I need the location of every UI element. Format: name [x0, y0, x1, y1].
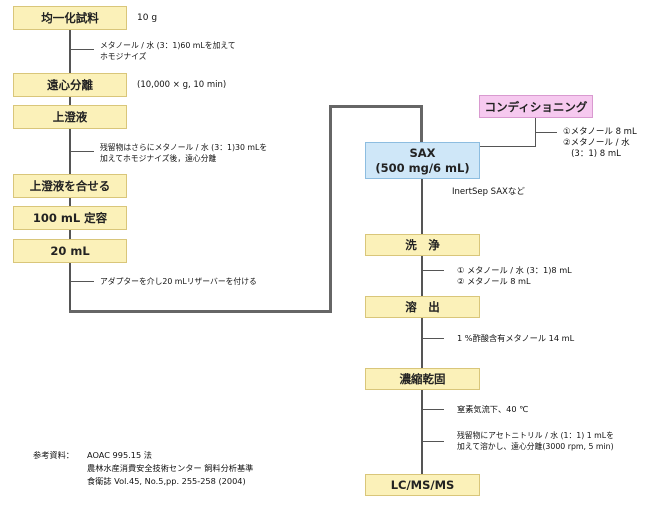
tick [422, 270, 444, 271]
tick [422, 409, 444, 410]
conditioning-line-horizontal [480, 146, 536, 147]
step-concentrate-dry: 濃縮乾固 [365, 368, 480, 390]
step-homogenized-sample: 均一化試料 [13, 6, 127, 30]
note-conditioning: ①メタノール 8 mL ②メタノール / 水 (3：1) 8 mL [563, 127, 637, 159]
tick [70, 151, 94, 152]
tick [70, 281, 94, 282]
step-supernatant: 上澄液 [13, 105, 127, 129]
note-nitrogen-stream: 窒素気流下、40 ℃ [457, 404, 529, 414]
note-elution-solvent: 1 %酢酸含有メタノール 14 mL [457, 333, 575, 343]
step-conditioning: コンディショニング [479, 95, 593, 118]
note-redissolve: 残留物にアセトニトリル / 水 (1：1) 1 mLを 加えて溶かし、遠心分離(… [457, 431, 614, 451]
tick [70, 49, 94, 50]
note-adapter: アダプターを介し20 mLリザーバーを付ける [100, 277, 257, 286]
transfer-line-vertical [329, 105, 332, 313]
reference-line-3: 食衛誌 Vol.45, No.5,pp. 255-258 (2004) [87, 476, 246, 486]
note-residue: 残留物はさらにメタノール / 水 (3：1)30 mLを 加えてホモジナイズ後，… [100, 143, 268, 163]
conditioning-line [535, 116, 536, 146]
step-combine-supernatant: 上澄液を合せる [13, 174, 127, 198]
sax-spec: (500 mg/6 mL) [375, 160, 470, 175]
step-lcmsms: LC/MS/MS [365, 474, 480, 496]
note-sample-amount: 10 g [137, 13, 158, 23]
step-sax-cartridge: SAX (500 mg/6 mL) [365, 142, 480, 179]
step-wash: 洗 浄 [365, 234, 480, 256]
tick [422, 338, 444, 339]
transfer-line-down [420, 105, 423, 143]
step-elute: 溶 出 [365, 296, 480, 318]
tick [535, 132, 557, 133]
reference-line-2: 農林水産消費安全技術センター 飼料分析基準 [87, 463, 254, 473]
note-sax-product: InertSep SAXなど [452, 187, 525, 197]
left-flow-line [69, 27, 71, 312]
step-make-up-volume: 100 mL 定容 [13, 206, 127, 230]
step-aliquot: 20 mL [13, 239, 127, 263]
tick [422, 441, 444, 442]
reference-label: 参考資料： [33, 450, 74, 460]
right-flow-line [421, 178, 423, 476]
transfer-line-top [329, 105, 423, 108]
reference-line-1: AOAC 995.15 法 [87, 450, 152, 460]
transfer-line-bottom [69, 310, 332, 313]
sax-label: SAX [409, 145, 436, 160]
note-centrifuge-conditions: (10,000 × g, 10 min) [137, 80, 227, 90]
note-extraction: メタノール / 水 (3：1)60 mLを加えて ホモジナイズ [100, 41, 236, 61]
note-wash-solvents: ① メタノール / 水 (3：1)8 mL ② メタノール 8 mL [457, 265, 572, 286]
step-centrifuge: 遠心分離 [13, 73, 127, 97]
